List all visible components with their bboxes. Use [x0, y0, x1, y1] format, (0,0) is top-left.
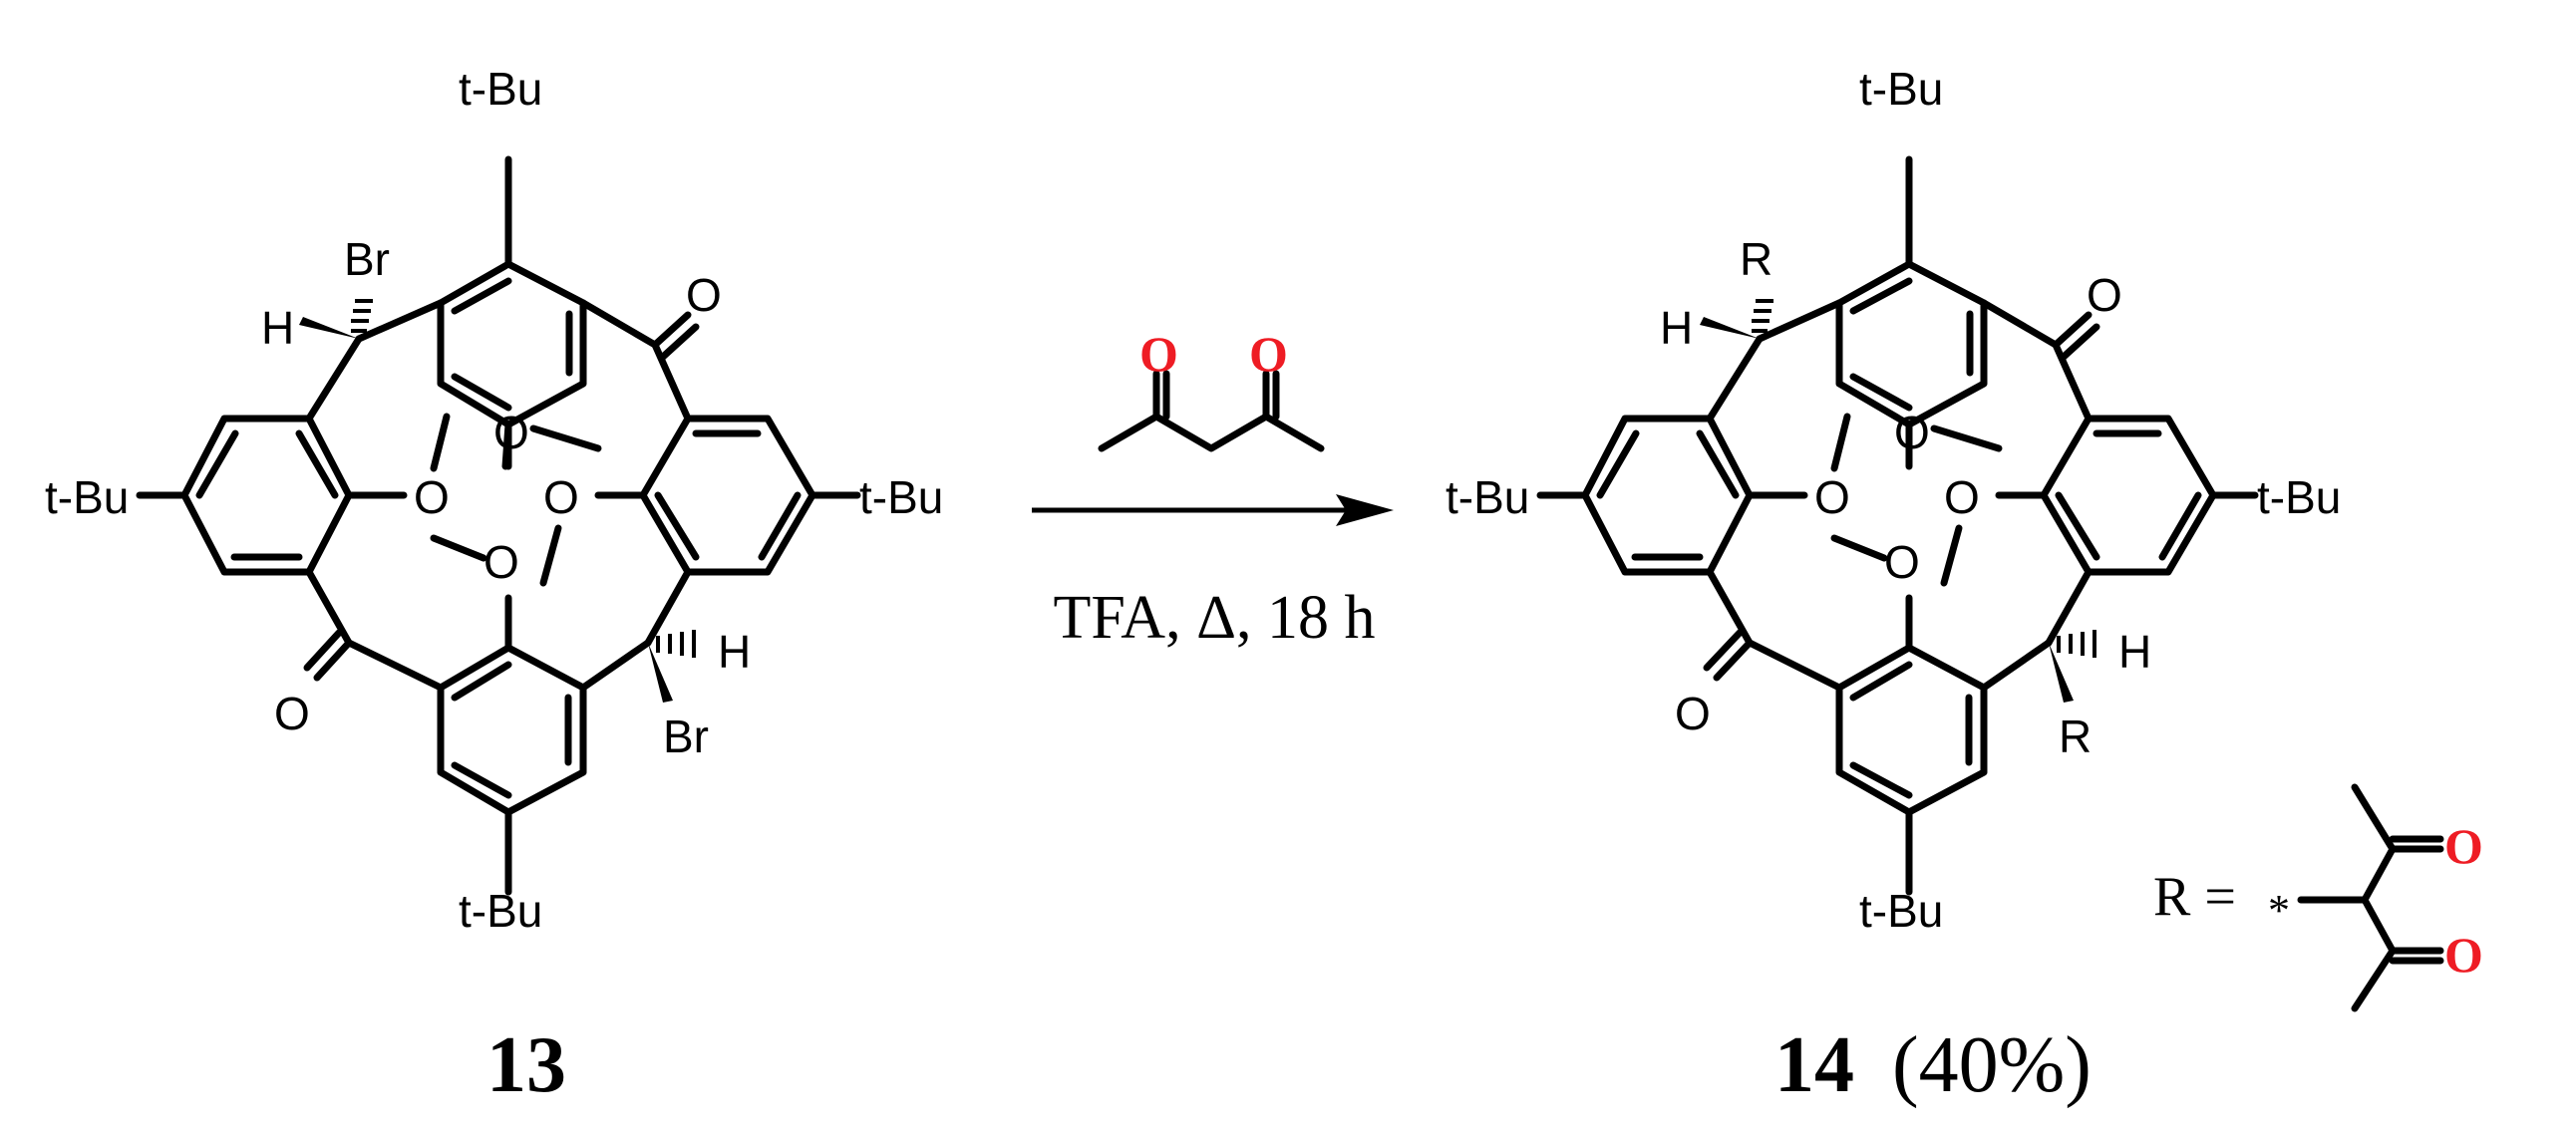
compound-13-br-bottom: Br: [663, 710, 709, 762]
compound-14-hash-bottom: [2057, 630, 2096, 658]
r-group-definition: R = * O O: [2153, 783, 2483, 1012]
compound-13-tbu-left: t-Bu: [45, 471, 129, 523]
compound-14-methoxy-o-4: O: [1884, 536, 1920, 588]
compound-14-h-top: H: [1660, 302, 1693, 354]
compound-14-tbu-right: t-Bu: [2257, 471, 2341, 523]
compound-14-bonds: [1536, 155, 2259, 896]
compound-13-carbonyl-o-top: O: [686, 269, 722, 321]
compound-14-h-bottom: H: [2118, 626, 2151, 678]
compound-14-methoxy-o-1: O: [1894, 407, 1930, 458]
compound-13-structure: t-Bu t-Bu t-Bu t-Bu Br Br H H O O O O O …: [45, 63, 943, 1109]
reaction-arrow: [1032, 494, 1394, 526]
r-definition-lhs: R =: [2153, 866, 2236, 928]
reagent-acetylacetone: O O: [1098, 326, 1325, 452]
compound-13-tbu-top: t-Bu: [459, 63, 542, 115]
reagent-oxygen-1: O: [1139, 326, 1178, 382]
compound-13-number: 13: [486, 1021, 566, 1109]
compound-13-bonds: [136, 155, 861, 896]
compound-14-number: 14: [1774, 1021, 1854, 1109]
compound-14-methoxy-o-2: O: [1814, 471, 1850, 523]
compound-13-methoxy-o-1: O: [493, 407, 529, 458]
reaction-conditions: TFA, Δ, 18 h: [1054, 584, 1376, 652]
compound-13-hash-bottom: [656, 630, 696, 658]
compound-13-wedge-top: [299, 317, 359, 339]
compound-14-tbu-bottom: t-Bu: [1859, 885, 1943, 937]
compound-13-tbu-bottom: t-Bu: [459, 885, 542, 937]
compound-13-methoxy-o-4: O: [483, 536, 519, 588]
compound-13-tbu-right: t-Bu: [859, 471, 943, 523]
compound-14-hash-top: [1752, 299, 1773, 333]
compound-14-tbu-top: t-Bu: [1859, 63, 1943, 115]
compound-14-yield: (40%): [1892, 1021, 2092, 1109]
r-definition-star: *: [2268, 886, 2290, 935]
compound-14-label: 14 (40%): [1774, 1021, 2092, 1109]
reagent-oxygen-2: O: [1249, 326, 1288, 382]
compound-14-carbonyl-o-top: O: [2087, 269, 2122, 321]
compound-14-wedge-top: [1700, 317, 1760, 339]
compound-14-structure: t-Bu t-Bu t-Bu t-Bu R R H H O O O O O O …: [1446, 63, 2341, 1109]
r-definition-oxygen-1: O: [2444, 818, 2483, 874]
compound-13-hash-top: [351, 299, 373, 333]
compound-13-br-top: Br: [344, 233, 390, 285]
compound-14-wedge-bottom: [2049, 643, 2074, 703]
r-definition-oxygen-2: O: [2444, 927, 2483, 983]
compound-14-r-top: R: [1740, 233, 1772, 285]
compound-14-carbonyl-o-bottom: O: [1675, 688, 1711, 739]
compound-13-methoxy-o-2: O: [414, 471, 450, 523]
compound-14-tbu-left: t-Bu: [1446, 471, 1529, 523]
compound-13-wedge-bottom: [648, 643, 673, 703]
compound-14-methoxy-o-3: O: [1944, 471, 1980, 523]
compound-13-h-top: H: [261, 302, 294, 354]
compound-13-carbonyl-o-bottom: O: [274, 688, 310, 739]
compound-13-methoxy-o-3: O: [543, 471, 579, 523]
compound-13-h-bottom: H: [718, 626, 751, 678]
compound-14-r-bottom: R: [2059, 710, 2092, 762]
